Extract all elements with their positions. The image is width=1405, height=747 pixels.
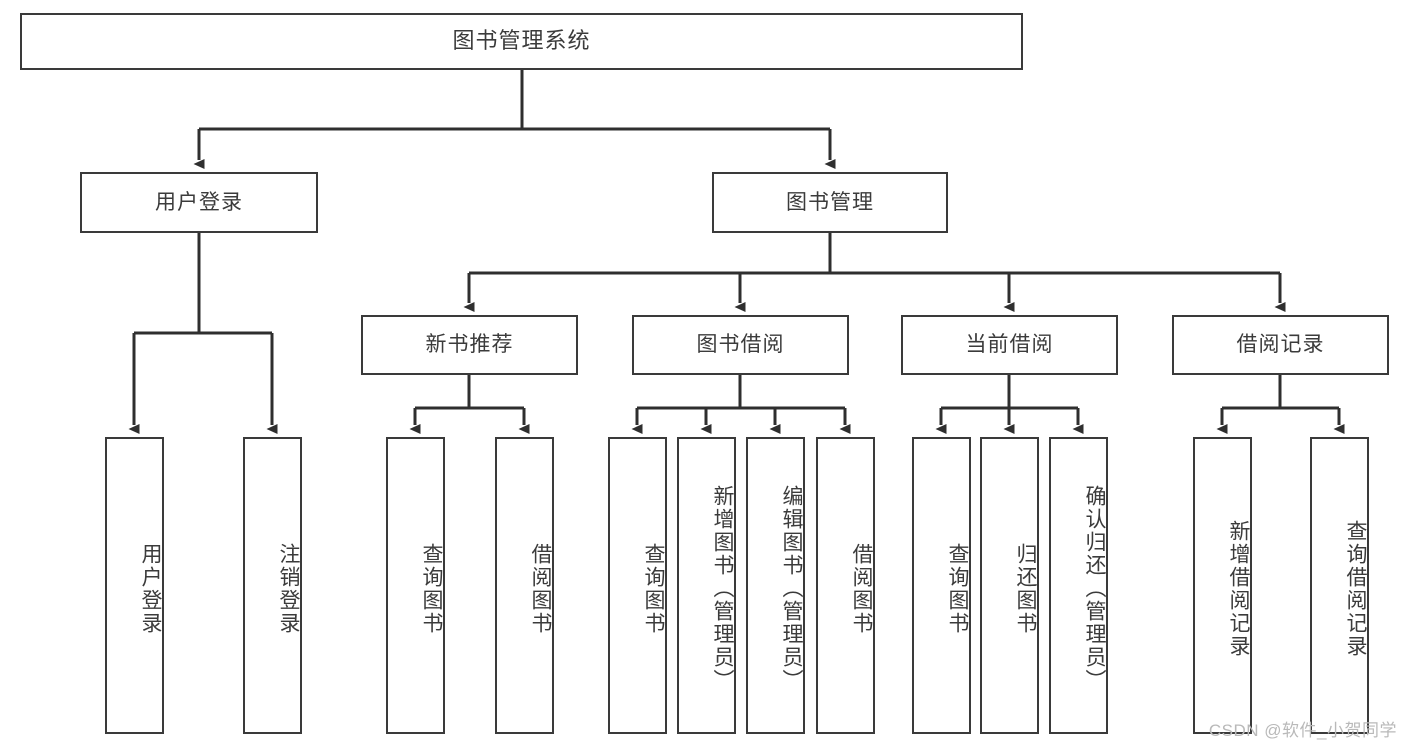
node-current-borrow[interactable]: 当前借阅 bbox=[901, 315, 1118, 375]
node-leaf-confirm-return-label: 确认归还（管理员） bbox=[1083, 485, 1106, 692]
node-leaf-confirm-return[interactable]: 确认归还（管理员） bbox=[1049, 437, 1108, 734]
node-leaf-logout-login-label: 注销登录 bbox=[277, 542, 300, 635]
node-leaf-user-login-label: 用户登录 bbox=[139, 542, 162, 635]
node-current-borrow-label: 当前借阅 bbox=[965, 333, 1054, 357]
node-leaf-add-record-label: 新增借阅记录 bbox=[1227, 519, 1250, 658]
node-leaf-query-book-3-label: 查询图书 bbox=[946, 542, 969, 635]
node-leaf-borrow-book-1[interactable]: 借阅图书 bbox=[495, 437, 554, 734]
node-root-label: 图书管理系统 bbox=[452, 28, 591, 54]
node-leaf-add-record[interactable]: 新增借阅记录 bbox=[1193, 437, 1252, 734]
node-book-management-label: 图书管理 bbox=[786, 190, 874, 214]
node-leaf-query-record-label: 查询借阅记录 bbox=[1344, 519, 1367, 658]
node-user-login[interactable]: 用户登录 bbox=[80, 172, 318, 233]
node-leaf-borrow-book-2-label: 借阅图书 bbox=[850, 542, 873, 635]
node-book-borrow-label: 图书借阅 bbox=[696, 333, 785, 357]
node-user-login-label: 用户登录 bbox=[155, 190, 243, 214]
node-leaf-query-record[interactable]: 查询借阅记录 bbox=[1310, 437, 1369, 734]
node-leaf-add-book[interactable]: 新增图书（管理员） bbox=[677, 437, 736, 734]
node-leaf-add-book-label: 新增图书（管理员） bbox=[711, 485, 734, 692]
node-book-management[interactable]: 图书管理 bbox=[712, 172, 948, 233]
node-leaf-user-login[interactable]: 用户登录 bbox=[105, 437, 164, 734]
node-leaf-return-book[interactable]: 归还图书 bbox=[980, 437, 1039, 734]
node-leaf-query-book-2[interactable]: 查询图书 bbox=[608, 437, 667, 734]
node-root[interactable]: 图书管理系统 bbox=[20, 13, 1023, 70]
node-leaf-query-book-3[interactable]: 查询图书 bbox=[912, 437, 971, 734]
node-leaf-edit-book[interactable]: 编辑图书（管理员） bbox=[746, 437, 805, 734]
node-leaf-query-book-1-label: 查询图书 bbox=[420, 542, 443, 635]
node-borrow-record[interactable]: 借阅记录 bbox=[1172, 315, 1389, 375]
node-leaf-edit-book-label: 编辑图书（管理员） bbox=[780, 485, 803, 692]
node-borrow-record-label: 借阅记录 bbox=[1236, 333, 1325, 357]
csdn-watermark: CSDN @软件_小贺同学 bbox=[1208, 721, 1397, 740]
node-leaf-query-book-1[interactable]: 查询图书 bbox=[386, 437, 445, 734]
node-leaf-borrow-book-2[interactable]: 借阅图书 bbox=[816, 437, 875, 734]
node-new-book-recommend-label: 新书推荐 bbox=[425, 333, 514, 357]
node-leaf-borrow-book-1-label: 借阅图书 bbox=[529, 542, 552, 635]
node-book-borrow[interactable]: 图书借阅 bbox=[632, 315, 849, 375]
node-leaf-query-book-2-label: 查询图书 bbox=[642, 542, 665, 635]
node-new-book-recommend[interactable]: 新书推荐 bbox=[361, 315, 578, 375]
node-leaf-logout-login[interactable]: 注销登录 bbox=[243, 437, 302, 734]
node-leaf-return-book-label: 归还图书 bbox=[1014, 542, 1037, 635]
